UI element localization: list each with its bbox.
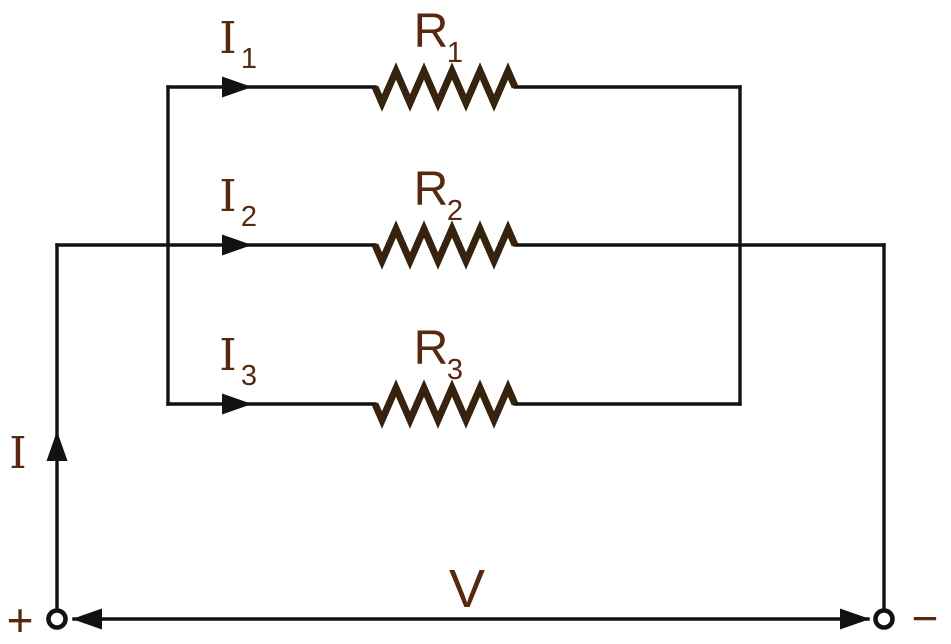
labels: I 1 R 1 I 2 R 2 I 3 R 3 I V + − bbox=[7, 5, 939, 644]
branch2-current-label: I bbox=[219, 171, 236, 222]
wires bbox=[55, 85, 886, 621]
branch2-current-subscript: 2 bbox=[241, 201, 257, 233]
resistor2-subscript: 2 bbox=[447, 195, 463, 227]
negative-terminal-label: − bbox=[912, 592, 939, 644]
branch3-current-subscript: 3 bbox=[241, 360, 257, 392]
total-current-label: I bbox=[9, 428, 26, 479]
negative-terminal-node bbox=[873, 608, 895, 630]
voltage-label: V bbox=[449, 559, 485, 619]
resistor2-label: R bbox=[414, 163, 449, 216]
positive-terminal-label: + bbox=[7, 594, 34, 644]
resistor3-subscript: 3 bbox=[447, 354, 463, 386]
positive-terminal-node bbox=[46, 608, 68, 630]
resistor3-label: R bbox=[414, 322, 449, 375]
resistor1-label: R bbox=[414, 5, 449, 58]
branch1-current-label: I bbox=[219, 13, 236, 64]
resistor1-subscript: 1 bbox=[447, 37, 463, 69]
terminals bbox=[46, 608, 895, 630]
branch1-current-subscript: 1 bbox=[241, 43, 257, 75]
branch3-current-label: I bbox=[219, 330, 236, 381]
